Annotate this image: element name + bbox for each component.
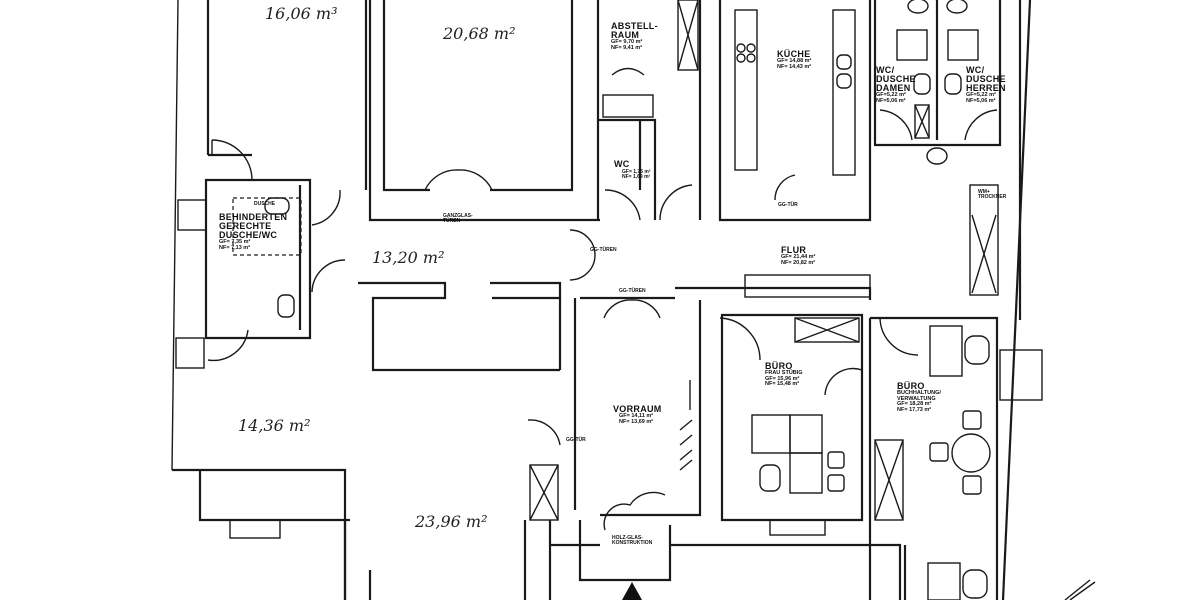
gross-area: GF= 14,11 m²	[619, 413, 654, 419]
annotation-line: TROCKNER	[978, 194, 1007, 200]
room-label-abstellraum: ABSTELL- RAUM GF= 9,70 m² NF= 9,41 m²	[611, 22, 658, 51]
outer-wall-left	[172, 468, 347, 600]
room-label-buero-buchhaltung: BÜRO BUCHHALTUNG/ VERWALTUNG GF= 18,28 m…	[897, 382, 941, 413]
annotation-gg-tueren-2: GG-TÜREN	[619, 288, 646, 294]
room-name: BÜRO	[897, 381, 925, 391]
shower-label: DUSCHE	[254, 201, 276, 207]
annotation-holz-glas-konstruktion: HOLZ-GLAS- KONSTRUKTION	[612, 536, 652, 546]
room-label-wc: WC	[614, 160, 630, 169]
room-name: DAMEN	[876, 83, 911, 93]
entrance-arrow-icon	[622, 582, 642, 600]
net-area: NF=5,06 m²	[876, 97, 906, 104]
area-room-top-center: 20,68 m²	[443, 24, 516, 43]
annotation-line: KONSTRUKTION	[612, 540, 653, 546]
area-room-top-left: 16,06 m³	[265, 4, 338, 23]
room-name: DUSCHE	[966, 74, 1006, 84]
net-area: NF= 7,13 m²	[219, 244, 251, 251]
gross-area: GF= 7,35 m²	[219, 239, 251, 245]
room-name: HERREN	[966, 83, 1006, 93]
room-label-wc-herren: WC/ DUSCHE HERREN GF=5,22 m² NF=5,06 m²	[966, 66, 1006, 104]
window-left-2	[175, 337, 205, 369]
annotation-wm-trockner: WM+ TROCKNER	[978, 190, 1006, 200]
annotation-ganzglas-tueren: GANZGLAS- TÜREN	[443, 214, 473, 224]
net-area: NF= 1,69 m²	[622, 174, 651, 180]
room-label-wc-damen: WC/ DUSCHE DAMEN GF=5,22 m² NF=5,06 m²	[876, 66, 916, 104]
room-name: FLUR	[781, 245, 807, 255]
gross-area: GF= 21,44 m²	[781, 254, 816, 260]
net-area: NF= 14,43 m²	[777, 63, 812, 70]
gross-area: GF=5,22 m²	[876, 92, 906, 98]
room-name: BEHINDERTEN	[219, 212, 288, 222]
room-name: KÜCHE	[777, 49, 811, 59]
area-room-bottom-center: 23,96 m²	[415, 512, 488, 531]
gross-area: GF=5,22 m²	[966, 92, 996, 98]
area-room-lower-left: 14,36 m²	[238, 416, 311, 435]
room-name: WC/	[966, 65, 985, 75]
room-name: VORRAUM	[613, 404, 662, 414]
net-area: NF=5,06 m²	[966, 97, 996, 104]
room-label-flur: FLUR GF= 21,44 m² NF= 20,82 m²	[781, 246, 815, 266]
room-label-buero-stuebig: BÜRO FRAU STÜBIG GF= 15,96 m² NF= 15,48 …	[765, 362, 803, 388]
room-name: DUSCHE/WC	[219, 230, 278, 240]
area-hall-center: 13,20 m²	[372, 248, 445, 267]
gross-area: GF= 18,28 m²	[897, 401, 932, 407]
room-label-behinderten-wc: BEHINDERTEN GERECHTE DUSCHE/WC GF= 7,35 …	[219, 213, 287, 251]
window-left-1	[177, 199, 207, 231]
room-area-wc: GF= 1,75 m² NF= 1,69 m²	[622, 170, 650, 180]
room-name: RAUM	[611, 30, 640, 40]
annotation-line: HOLZ-GLAS-	[612, 535, 643, 541]
room-name: WC	[614, 159, 630, 169]
annotation-gg-tuer-vorraum: GG-TÜR	[566, 437, 586, 443]
gross-area: GF= 9,70 m²	[611, 39, 643, 45]
room-subtitle: BUCHHALTUNG/	[897, 390, 941, 396]
room-subtitle: FRAU STÜBIG	[765, 370, 803, 376]
annotation-line: WM+	[978, 189, 990, 195]
annotation-gg-tueren-1: GG-TÜREN	[590, 247, 617, 253]
annotation-line: GANZGLAS-	[443, 213, 473, 219]
annotation-gg-tuer-kueche: GG-TÜR	[778, 202, 798, 208]
annotation-line: TÜREN	[443, 218, 461, 224]
room-label-vorraum: VORRAUM GF= 14,11 m² NF= 13,69 m²	[613, 405, 662, 425]
net-area: NF= 9,41 m²	[611, 44, 643, 51]
room-name: BÜRO	[765, 361, 793, 371]
room-label-kueche: KÜCHE GF= 14,88 m² NF= 14,43 m²	[777, 50, 811, 70]
net-area: NF= 17,73 m²	[897, 406, 932, 413]
net-area: NF= 13,69 m²	[619, 418, 654, 425]
room-name: DUSCHE	[876, 74, 916, 84]
room-name: GERECHTE	[219, 221, 272, 231]
room-subtitle: VERWALTUNG	[897, 395, 936, 402]
room-name: WC/	[876, 65, 895, 75]
net-area: NF= 20,82 m²	[781, 259, 816, 266]
net-area: NF= 15,48 m²	[765, 381, 800, 387]
gross-area: GF= 1,75 m²	[622, 169, 651, 175]
room-name: ABSTELL-	[611, 21, 658, 31]
gross-area: GF= 14,88 m²	[777, 58, 812, 64]
gross-area: GF= 15,96 m²	[765, 375, 800, 382]
